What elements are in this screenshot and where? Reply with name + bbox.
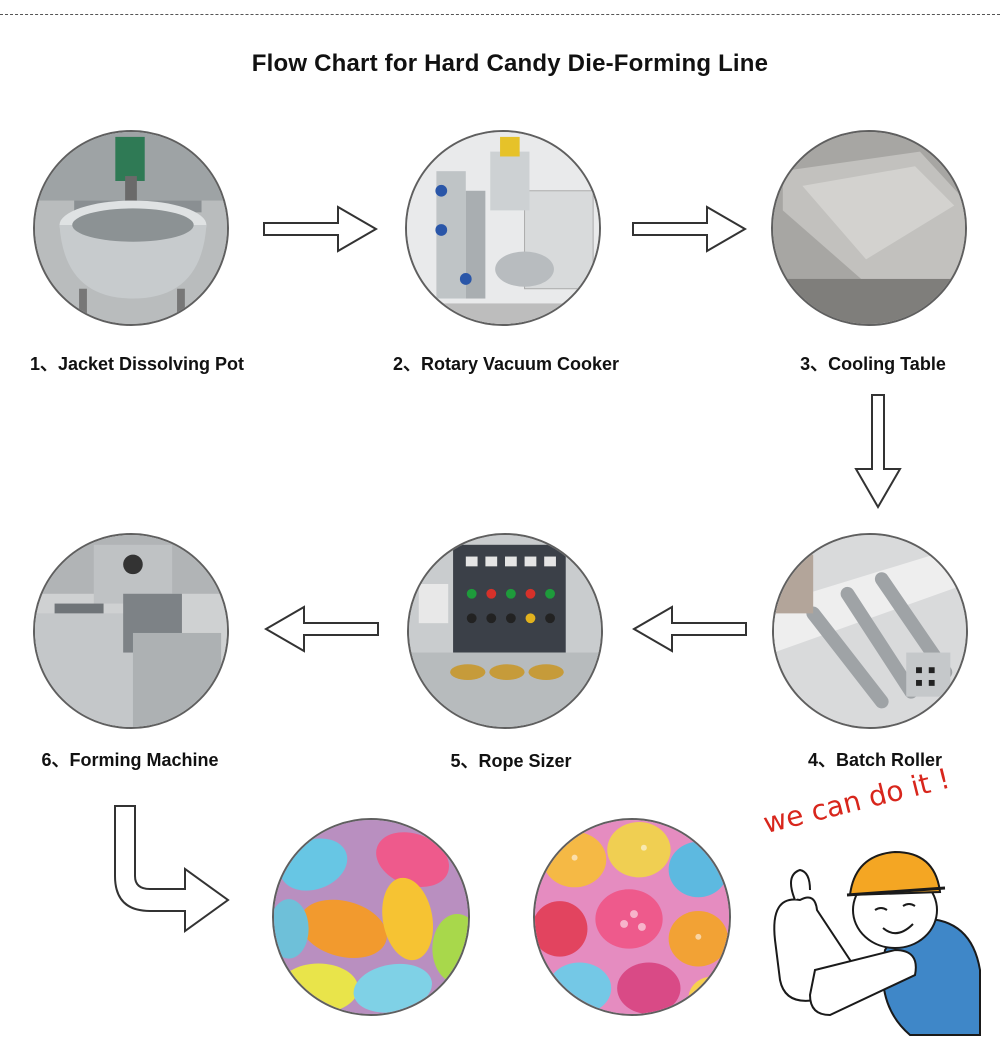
arrow-right-1-icon <box>262 204 380 254</box>
step-3-label: 3、Cooling Table <box>800 354 946 374</box>
rotary-vacuum-cooker-photo <box>405 130 601 326</box>
candy-product-photo-2 <box>533 818 731 1016</box>
top-dashed-divider <box>0 14 1000 15</box>
step-1-label: 1、Jacket Dissolving Pot <box>29 354 245 374</box>
step-4-label: 4、Batch Roller <box>807 750 943 770</box>
arrow-bent-icon <box>110 804 235 944</box>
arrow-down-icon <box>852 393 904 511</box>
arrow-left-1-icon <box>630 604 748 654</box>
candy-product-photo-1 <box>272 818 470 1016</box>
arrow-right-2-icon <box>631 204 749 254</box>
cooling-table-photo <box>771 130 967 326</box>
batch-roller-photo <box>772 533 968 729</box>
jacket-dissolving-pot-photo <box>33 130 229 326</box>
arrow-left-2-icon <box>262 604 380 654</box>
page-title: Flow Chart for Hard Candy Die-Forming Li… <box>251 50 769 77</box>
forming-machine-photo <box>33 533 229 729</box>
step-6-label: 6、Forming Machine <box>41 750 219 770</box>
step-5-label: 5、Rope Sizer <box>450 751 572 771</box>
mascot-worker-illustration <box>755 800 990 1045</box>
step-2-label: 2、Rotary Vacuum Cooker <box>392 354 620 374</box>
rope-sizer-photo <box>407 533 603 729</box>
